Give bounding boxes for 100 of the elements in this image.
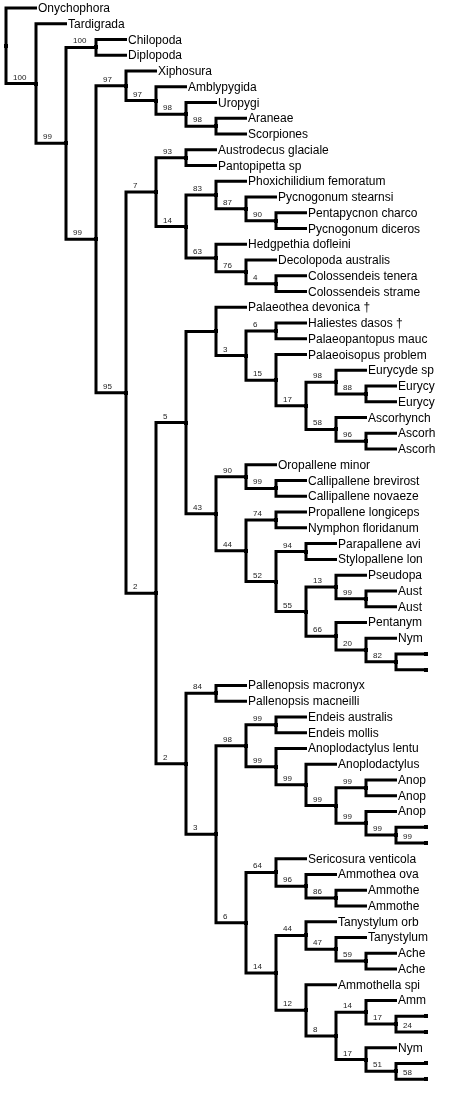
- taxon-name: Anop: [398, 804, 427, 819]
- branch-line: [94, 38, 127, 48]
- taxon-name: Palaeothea devonica †: [248, 300, 371, 315]
- branch-line: [154, 192, 184, 229]
- branch-node: [274, 518, 278, 522]
- edge-label: 2: [132, 582, 139, 592]
- edge-label: 99: [312, 794, 323, 804]
- taxon-name: Palaeoisopus problem: [308, 347, 427, 362]
- branch-node: [184, 155, 188, 160]
- branch-line: [304, 872, 337, 887]
- branch-node: [394, 833, 398, 838]
- branch-node: [94, 237, 98, 242]
- branch-node: [334, 947, 338, 952]
- taxon-name: Aust: [398, 583, 422, 598]
- branch-line: [364, 823, 394, 837]
- edge-label: 98: [192, 115, 203, 125]
- taxon-name: Colossendeis tenera: [308, 268, 418, 283]
- edge-label: 87: [222, 197, 233, 207]
- branch-node: [214, 832, 218, 837]
- edge-label: 13: [312, 575, 323, 585]
- branch-line: [304, 983, 337, 1011]
- branch-line: [274, 520, 307, 530]
- branch-line: [394, 1071, 424, 1081]
- edge-label: 76: [222, 260, 233, 270]
- branch-node: [184, 224, 188, 229]
- branch-line: [364, 598, 397, 609]
- edge-label: 84: [192, 682, 203, 692]
- branch-line: [94, 47, 127, 57]
- taxon-name: Tardigrada: [68, 16, 125, 31]
- edge-label: 99: [72, 228, 83, 238]
- edge-label: 20: [342, 638, 353, 648]
- taxon-name: Parapallene avi: [338, 536, 421, 551]
- branch-node: [364, 647, 368, 652]
- branch-node: [364, 959, 368, 964]
- branch-node: [304, 782, 308, 787]
- branch-line: [154, 85, 187, 101]
- branch-line: [244, 550, 274, 584]
- branch-line: [364, 1012, 394, 1026]
- branch-line: [34, 83, 64, 145]
- branch-line: [274, 872, 304, 888]
- branch-line: [304, 920, 337, 936]
- branch-node: [154, 591, 158, 596]
- branch-line: [274, 715, 307, 725]
- taxon-name: Eurycy: [398, 394, 435, 409]
- branch-line: [124, 190, 154, 393]
- taxon-name: Ammothella spi: [338, 977, 421, 992]
- branch-node: [274, 764, 278, 769]
- branch-line: [154, 100, 184, 116]
- branch-line: [364, 961, 397, 971]
- branch-line: [244, 871, 274, 923]
- edge-label: 7: [132, 181, 139, 191]
- branch-line: [364, 1059, 394, 1073]
- branch-line: [244, 518, 274, 551]
- branch-end: [424, 1077, 428, 1082]
- edge-label: 95: [102, 381, 113, 391]
- branch-line: [214, 305, 247, 332]
- edge-label: 99: [252, 713, 263, 723]
- branch-line: [274, 479, 307, 489]
- edge-label: 97: [132, 89, 143, 99]
- branch-node: [214, 256, 218, 261]
- edge-label: 86: [312, 887, 323, 897]
- edge-label: 98: [162, 103, 173, 113]
- taxon-name: Pallenopsis macneilli: [248, 694, 360, 709]
- edge-label: 12: [282, 999, 293, 1009]
- branch-node: [364, 785, 368, 790]
- branch-line: [184, 148, 217, 158]
- edge-label: 58: [402, 1068, 413, 1078]
- edge-label: 99: [252, 477, 263, 487]
- taxon-name: Scorpiones: [248, 127, 309, 141]
- branch-line: [244, 922, 274, 975]
- edge-label: 82: [372, 650, 383, 660]
- branch-line: [214, 258, 244, 274]
- branch-line: [394, 661, 424, 672]
- branch-end: [424, 1061, 428, 1066]
- branch-line: [334, 429, 364, 443]
- branch-line: [34, 22, 67, 84]
- branch-line: [334, 898, 367, 908]
- branch-node: [304, 884, 308, 889]
- branch-node: [184, 420, 188, 425]
- edge-label: 44: [282, 924, 293, 934]
- branch-line: [334, 935, 367, 950]
- branch-line: [214, 513, 244, 553]
- edge-label: 44: [222, 539, 233, 549]
- edge-label: 100: [12, 72, 28, 82]
- taxon-name: Anoplodactylus: [338, 757, 420, 772]
- taxon-name: Decolopoda australis: [278, 253, 391, 268]
- branch-line: [124, 69, 157, 86]
- branch-node: [244, 353, 248, 358]
- branch-line: [364, 431, 397, 442]
- branch-line: [214, 331, 244, 358]
- branch-line: [304, 935, 334, 951]
- edge-label: 99: [342, 812, 353, 822]
- branch-line: [394, 652, 424, 662]
- edge-label: 94: [282, 540, 293, 550]
- branch-line: [394, 1024, 424, 1034]
- taxon-name: Ascorhynch: [368, 410, 431, 425]
- branch-line: [124, 85, 154, 103]
- branch-line: [334, 636, 364, 652]
- edge-label: 43: [192, 502, 203, 512]
- branch-line: [184, 193, 214, 227]
